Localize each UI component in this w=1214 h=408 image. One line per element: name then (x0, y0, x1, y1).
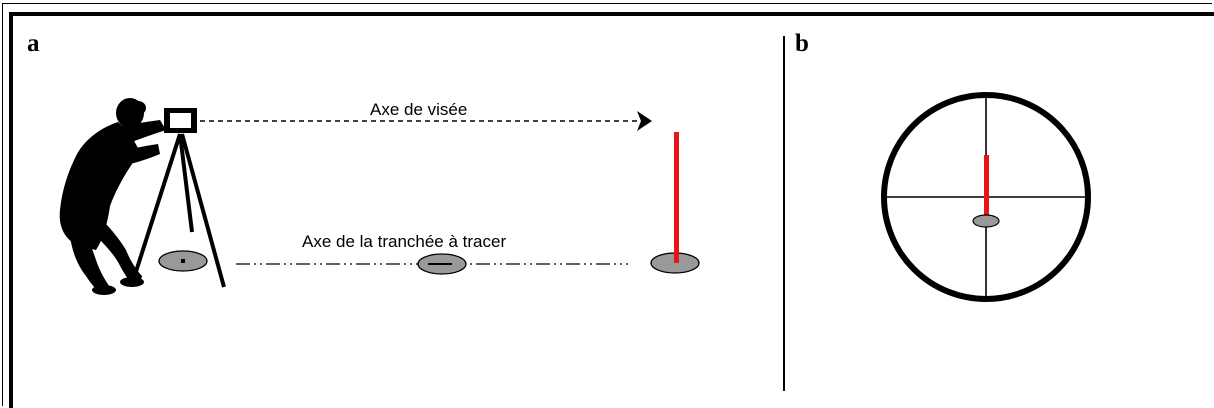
panel-a-label: a (27, 30, 40, 57)
panel-divider (783, 36, 785, 391)
panel-b-label: b (795, 30, 809, 57)
trench-axis-label: Axe de la tranchée à tracer (302, 232, 506, 251)
reticle-ground-marker (972, 214, 1000, 228)
tripod (130, 133, 226, 288)
sight-axis-label: Axe de visée (370, 100, 467, 119)
surveyor-silhouette (59, 98, 166, 295)
reticle-view (881, 92, 1091, 302)
reticle-red-pole (984, 155, 989, 220)
inner-frame-line (9, 12, 1214, 408)
ground-marker-middle (417, 253, 467, 275)
outer-frame-line (2, 3, 1212, 406)
red-ranging-pole (674, 132, 679, 263)
ground-marker-left (158, 250, 208, 272)
survey-instrument (164, 108, 197, 133)
sight-axis-arrow (200, 111, 652, 131)
